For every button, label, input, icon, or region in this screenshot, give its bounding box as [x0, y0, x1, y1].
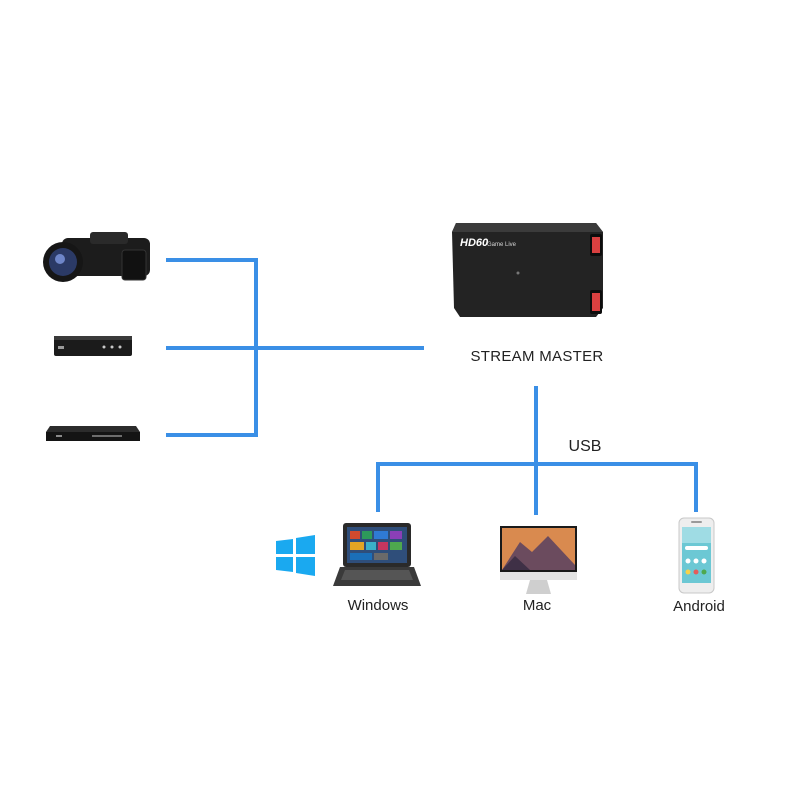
- target-label-windows: Windows: [348, 597, 409, 614]
- connector-lines: [166, 258, 698, 515]
- target-label-android: Android: [673, 598, 725, 615]
- set-top-box-icon: [54, 336, 132, 356]
- capture-brand-text: HD60: [460, 237, 489, 249]
- capture-model-text: Game Live: [487, 242, 517, 248]
- usb-branch-line: [376, 462, 698, 512]
- windows-logo-icon: [276, 535, 315, 576]
- camcorder-line: [166, 258, 258, 350]
- camcorder-icon: [43, 232, 150, 282]
- usb-label: USB: [569, 438, 602, 455]
- dvd-player-icon: [46, 426, 140, 441]
- phone-icon: [678, 517, 715, 594]
- imac-icon: [500, 526, 577, 594]
- capture-device-label: STREAM MASTER: [470, 348, 603, 365]
- laptop-icon: [333, 523, 421, 586]
- dvd-line: [166, 346, 258, 437]
- target-label-mac: Mac: [523, 597, 552, 614]
- capture-device: HD60 Game Live: [452, 223, 603, 317]
